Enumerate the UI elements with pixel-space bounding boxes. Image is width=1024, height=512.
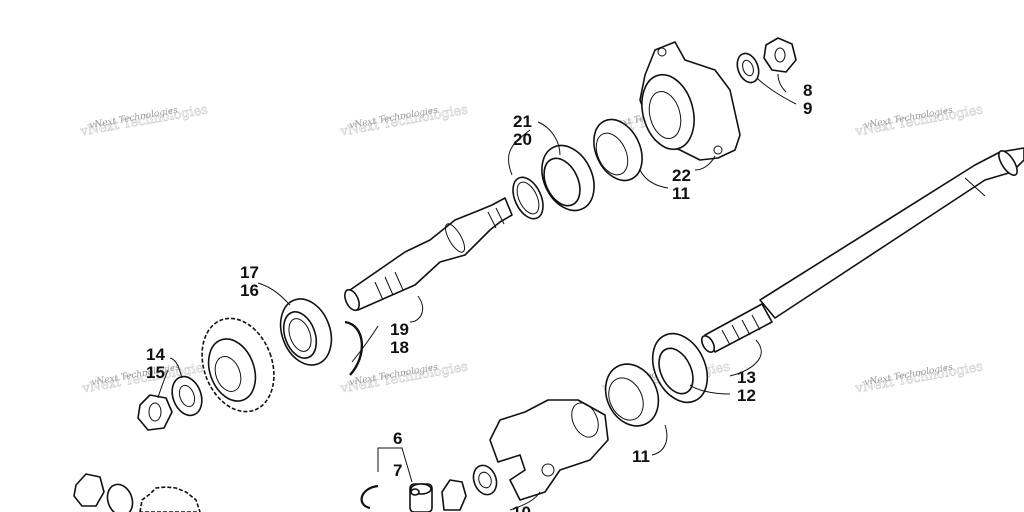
nut-lower-center — [441, 479, 467, 511]
callout-19: 19 — [390, 320, 409, 339]
ring-gear — [201, 317, 275, 413]
axle-shaft — [700, 147, 1024, 353]
bearing-21 — [541, 144, 595, 212]
washer-9 — [736, 52, 760, 84]
callout-10: 10 — [512, 503, 531, 512]
callout-14: 14 — [146, 345, 165, 364]
nut-lower-left — [73, 473, 105, 507]
callout-22: 22 — [672, 166, 691, 185]
callout-12: 12 — [737, 386, 756, 405]
callout-labels: 6 7 8 9 10 11 11 12 13 14 15 16 17 18 19… — [146, 81, 812, 512]
nut-14 — [137, 394, 173, 431]
callout-15: 15 — [146, 363, 165, 382]
callout-17: 17 — [240, 263, 259, 282]
drive-shaft — [344, 197, 513, 312]
callout-18: 18 — [390, 338, 409, 357]
bearing-upper — [279, 298, 333, 366]
leader-lines — [157, 73, 797, 511]
washer-15 — [171, 375, 203, 417]
washer-lower-center — [472, 464, 498, 496]
o-ring-20 — [512, 176, 544, 220]
callout-16: 16 — [240, 281, 259, 300]
nut-8 — [763, 37, 797, 73]
seal-11-lower — [604, 363, 660, 427]
seal-11-upper — [593, 118, 643, 182]
callout-11-lower: 11 — [632, 447, 650, 466]
snap-ring-18 — [344, 320, 364, 376]
wheel-hub-22 — [639, 41, 741, 161]
washer-lower-left — [106, 483, 134, 512]
bushing-7 — [409, 483, 433, 512]
bearing-12 — [651, 332, 709, 404]
gear-lower-left — [139, 486, 201, 512]
callout-20: 20 — [513, 130, 532, 149]
callout-9: 9 — [803, 99, 812, 118]
u-joint-yoke — [489, 399, 609, 501]
callout-6: 6 — [393, 429, 402, 448]
callout-7: 7 — [393, 461, 402, 480]
callout-8: 8 — [803, 81, 812, 100]
callout-11-upper: 11 — [672, 184, 690, 203]
callout-13: 13 — [737, 368, 756, 387]
clip-6 — [360, 484, 379, 510]
callout-21: 21 — [513, 112, 532, 131]
